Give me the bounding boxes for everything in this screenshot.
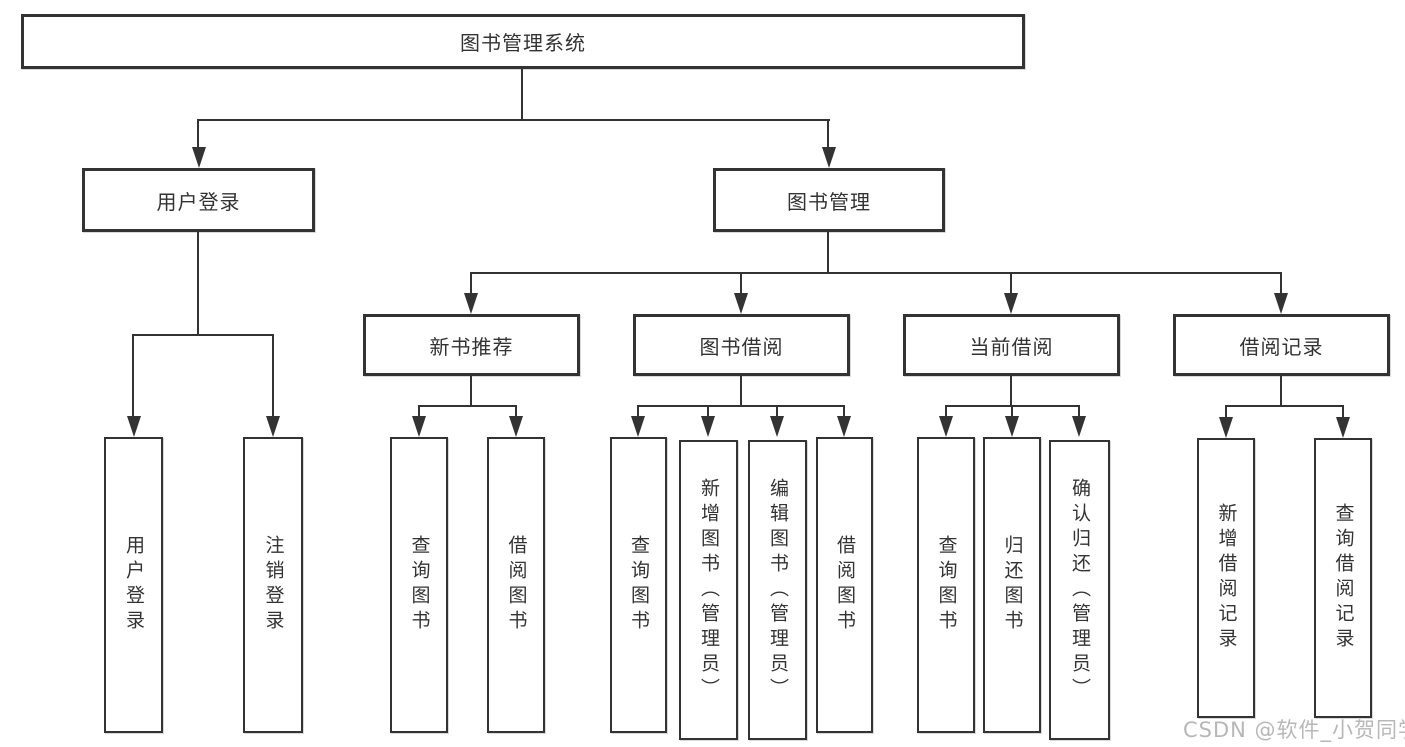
leaf-logout-label: 注销登录 [262,535,285,635]
connector-new-book-rec-rail [418,405,517,407]
connector-drop-g4c2 [1011,405,1013,419]
arrowhead-g3c3 [770,416,784,437]
arrowhead-current-borrow [1004,293,1018,314]
node-new-book-rec: 新书推荐 [363,314,580,376]
arrowhead-borrow-records [1274,293,1288,314]
connector-drop-g2c2 [515,405,517,419]
connector-drop-user-login [197,119,199,150]
leaf-query-borrow-record: 查询借阅记录 [1314,438,1372,718]
connector-drop-g4c3 [1078,405,1080,419]
connector-book-borrow-rail [637,405,845,407]
arrowhead-g3c1 [631,416,645,437]
arrowhead-g4c3 [1072,416,1086,437]
leaf-add-borrow-record-label: 新增借阅记录 [1215,503,1238,653]
arrowhead-login-leaf [127,416,141,437]
connector-borrow-records-rail [1225,405,1344,407]
connector-drop-g5c1 [1225,405,1227,419]
leaf-query-borrow-record-label: 查询借阅记录 [1332,503,1355,653]
leaf-confirm-return-admin-label: 确认归还（管理员） [1069,477,1091,703]
node-user-login: 用户登录 [82,168,315,232]
leaf-borrow-query-books: 查询图书 [610,437,667,733]
leaf-user-login: 用户登录 [104,437,163,733]
arrowhead-book-borrow [734,293,748,314]
leaf-borrow-query-books-label: 查询图书 [628,535,650,635]
node-current-borrow-label: 当前借阅 [969,334,1054,359]
node-root: 图书管理系统 [21,14,1025,69]
connector-level2-rail [470,272,1282,274]
arrowhead-g2c2 [509,416,523,437]
leaf-rec-borrow-books: 借阅图书 [487,437,545,733]
connector-book-mgmt-trunk [827,232,829,274]
node-root-label: 图书管理系统 [460,31,586,55]
arrowhead-g2c1 [412,416,426,437]
leaf-return-books: 归还图书 [983,437,1041,733]
connector-drop-borrow-records [1280,272,1282,296]
connector-drop-current-borrow [1010,272,1012,296]
connector-borrow-records-trunk [1280,376,1282,407]
node-book-borrow-label: 图书借阅 [699,334,784,359]
arrowhead-g3c2 [701,416,715,437]
arrowhead-user-login [192,147,206,168]
arrowhead-logout-leaf [266,416,280,437]
node-user-login-label: 用户登录 [156,189,241,214]
leaf-borrow-borrow-books: 借阅图书 [816,437,873,733]
leaf-edit-books-admin: 编辑图书（管理员） [748,440,807,740]
leaf-add-books-admin: 新增图书（管理员） [679,440,738,740]
leaf-edit-books-admin-label: 编辑图书（管理员） [767,477,789,703]
leaf-confirm-return-admin: 确认归还（管理员） [1049,440,1110,740]
arrowhead-g4c1 [939,416,953,437]
leaf-borrow-borrow-books-label: 借阅图书 [834,535,856,635]
connector-drop-new-book-rec [470,272,472,296]
connector-drop-book-mgmt [827,119,829,150]
connector-root-trunk [521,69,523,120]
connector-drop-g3c2 [707,405,709,419]
connector-drop-g3c3 [776,405,778,419]
leaf-rec-query-books-label: 查询图书 [408,535,431,635]
connector-drop-g4c1 [945,405,947,419]
connector-user-login-trunk [197,232,199,336]
arrowhead-g5c2 [1336,417,1350,438]
leaf-current-query-books: 查询图书 [917,437,975,733]
csdn-watermark: CSDN @软件_小贺同学 [1183,718,1405,742]
node-borrow-records: 借阅记录 [1173,314,1390,376]
leaf-add-books-admin-label: 新增图书（管理员） [698,477,720,703]
leaf-user-login-label: 用户登录 [123,535,145,635]
arrowhead-g4c2 [1005,416,1019,437]
connector-drop-book-borrow [740,272,742,296]
arrowhead-new-book-rec [464,293,478,314]
node-book-borrow: 图书借阅 [633,314,850,376]
node-new-book-rec-label: 新书推荐 [429,334,514,359]
leaf-logout: 注销登录 [243,437,303,733]
connector-new-book-rec-trunk [470,376,472,407]
leaf-rec-borrow-books-label: 借阅图书 [505,535,528,635]
leaf-add-borrow-record: 新增借阅记录 [1197,438,1255,718]
connector-book-borrow-trunk [740,376,742,407]
arrowhead-g3c4 [837,416,851,437]
node-book-mgmt: 图书管理 [713,168,945,232]
connector-drop-g3c1 [637,405,639,419]
arrowhead-book-mgmt [822,147,836,168]
connector-drop-g5c2 [1342,405,1344,419]
connector-user-login-rail [133,334,274,336]
node-borrow-records-label: 借阅记录 [1239,334,1324,359]
node-current-borrow: 当前借阅 [903,314,1120,376]
connector-drop-logout-leaf [272,334,274,419]
connector-level1-rail [198,119,830,121]
leaf-rec-query-books: 查询图书 [390,437,448,733]
connector-drop-g3c4 [843,405,845,419]
connector-drop-g2c1 [418,405,420,419]
node-book-mgmt-label: 图书管理 [787,189,871,214]
arrowhead-g5c1 [1219,417,1233,438]
leaf-return-books-label: 归还图书 [1001,535,1024,635]
connector-current-borrow-trunk [1010,376,1012,407]
connector-drop-login-leaf [132,334,134,419]
leaf-current-query-books-label: 查询图书 [935,535,958,635]
